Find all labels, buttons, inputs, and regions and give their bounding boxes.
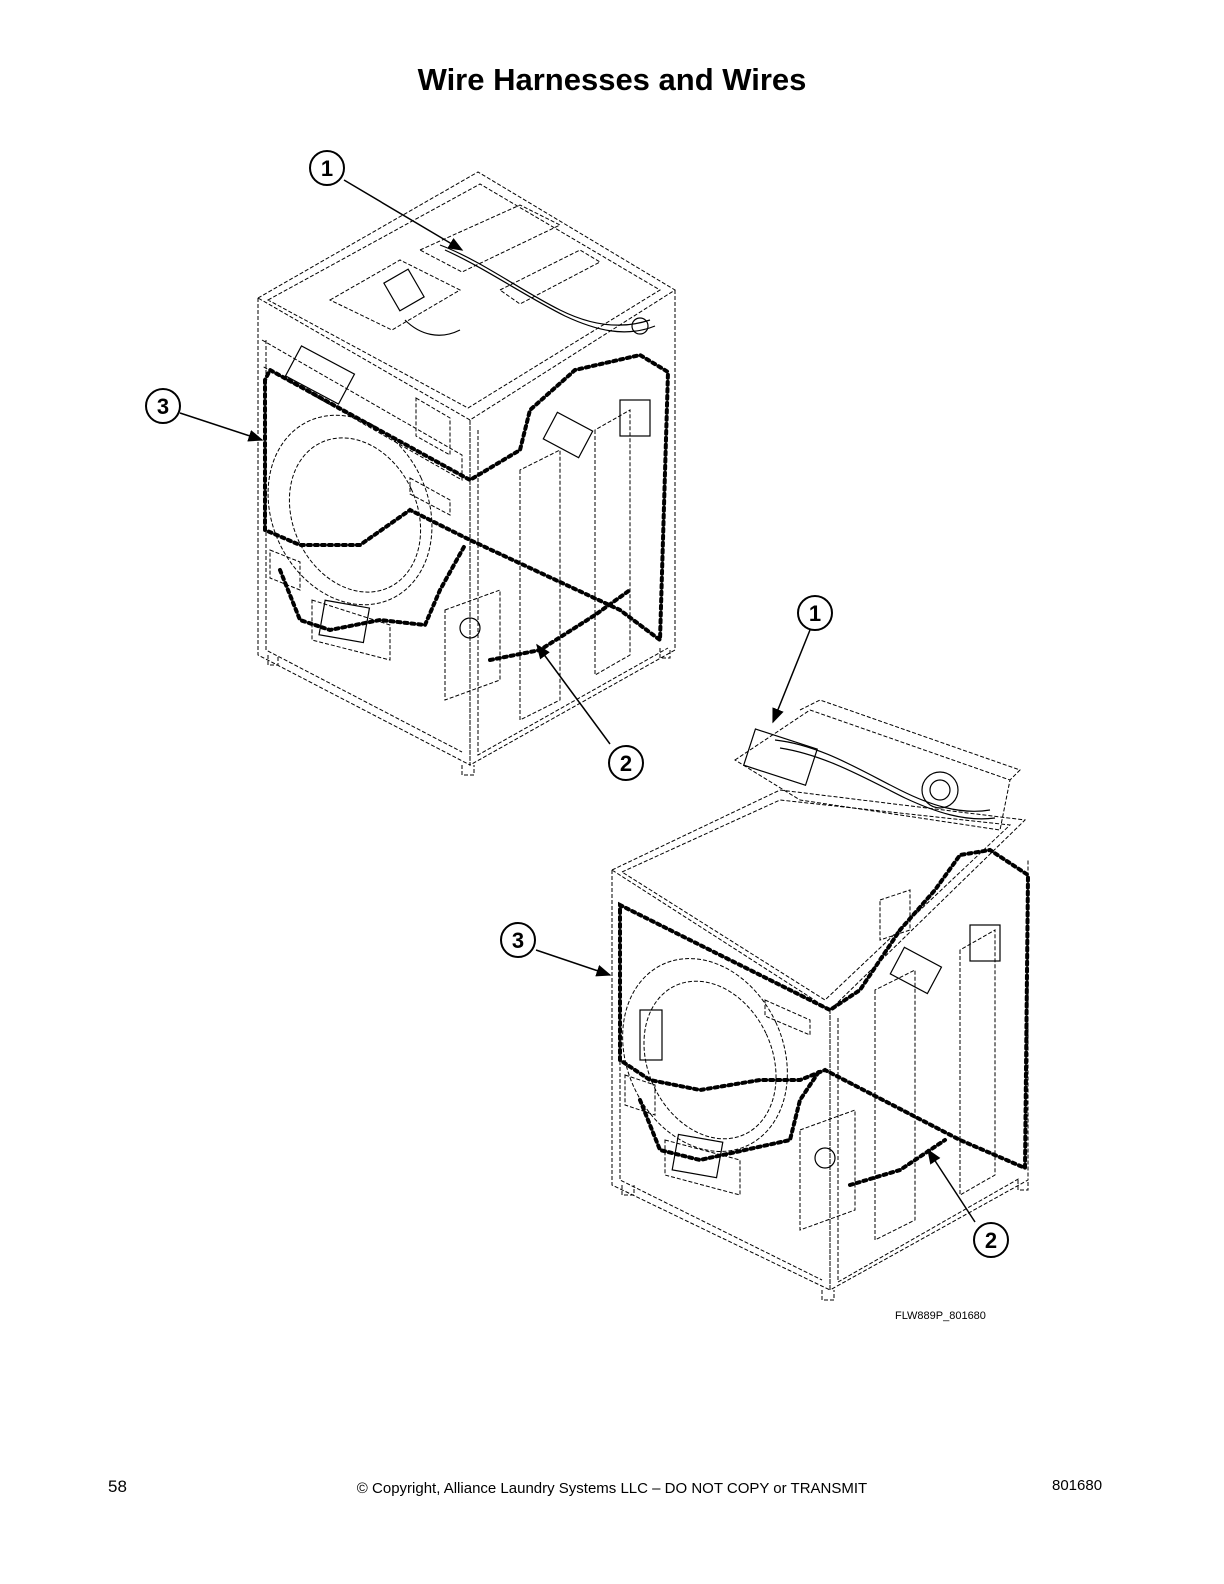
callout-leaders [179, 179, 976, 1223]
footer-page-number: 58 [108, 1477, 127, 1496]
callout-bottom-3: 3 [500, 922, 536, 958]
callout-bottom-1-label: 1 [809, 601, 821, 626]
callout-top-2-label: 2 [620, 751, 632, 776]
footer-document-number: 801680 [1052, 1477, 1103, 1494]
callout-top-1-label: 1 [321, 156, 333, 181]
figure-code: FLW889P_801680 [895, 1310, 986, 1322]
top-harness-routes [263, 352, 671, 662]
callout-top-3: 3 [145, 388, 181, 424]
callout-top-1: 1 [309, 150, 345, 186]
callout-bottom-1: 1 [797, 595, 833, 631]
callout-bottom-3-label: 3 [512, 928, 524, 953]
callout-bottom-2-label: 2 [985, 1228, 997, 1253]
top-washer-components [284, 244, 656, 644]
footer-copyright: © Copyright, Alliance Laundry Systems LL… [356, 1480, 868, 1497]
bottom-dryer-components [639, 728, 1001, 1179]
callout-bottom-2: 2 [973, 1222, 1009, 1258]
callout-top-3-label: 3 [157, 394, 169, 419]
callout-top-2: 2 [608, 745, 644, 781]
page-title: Wire Harnesses and Wires [417, 62, 807, 97]
